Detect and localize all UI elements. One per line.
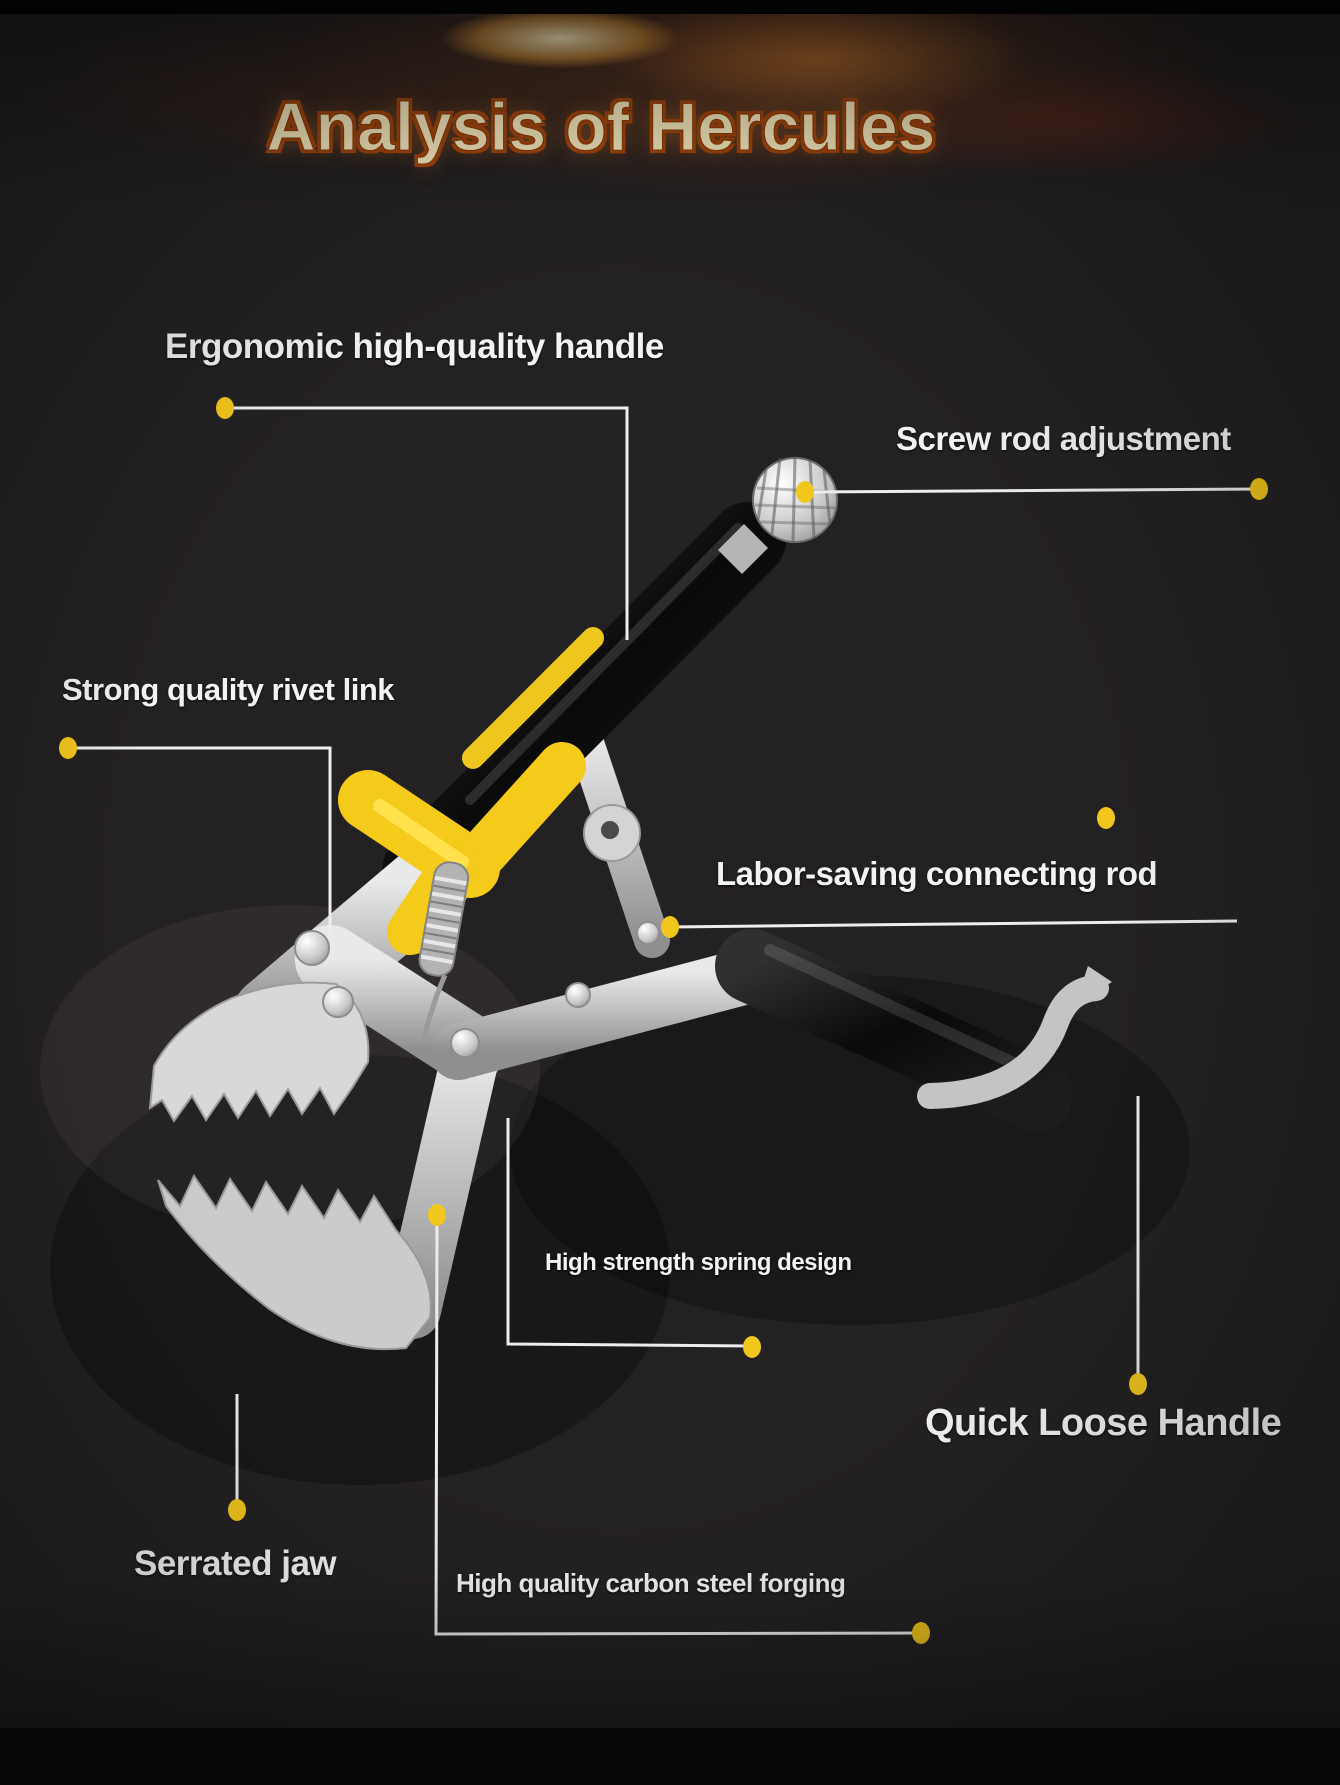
label-spring-design: High strength spring design xyxy=(545,1249,852,1276)
pivot-rivet xyxy=(450,1028,480,1058)
callout-line-ergonomic-handle xyxy=(225,406,629,640)
callout-dot xyxy=(59,737,77,759)
pliers-tool xyxy=(148,457,1112,1351)
upper-jaw xyxy=(148,981,370,1123)
callout-line-screw-rod xyxy=(804,487,1260,494)
label-quick-loose-handle: Quick Loose Handle xyxy=(925,1402,1282,1444)
top-black-bar xyxy=(0,0,1340,14)
rivet xyxy=(294,930,330,966)
quick-release-lever xyxy=(917,966,1112,1109)
label-carbon-steel-forging: High quality carbon steel forging xyxy=(456,1568,846,1598)
top-light-glow xyxy=(0,0,1340,280)
callout-dot xyxy=(912,1622,930,1644)
callout-dot xyxy=(228,1499,246,1521)
rivet xyxy=(322,986,354,1018)
label-screw-rod-adjustment: Screw rod adjustment xyxy=(896,420,1231,457)
callout-line-connecting-rod xyxy=(669,919,1238,929)
coil-spring xyxy=(418,861,470,977)
callout-line-rivet-link xyxy=(68,746,332,933)
lower-handle-grip xyxy=(715,929,1073,1131)
callout-dot xyxy=(1129,1373,1147,1395)
callout-dot xyxy=(796,481,814,503)
page-title: Analysis of Hercules xyxy=(266,89,936,166)
callout-lines xyxy=(68,406,1260,1636)
callout-dot xyxy=(743,1336,761,1358)
label-rivet-link: Strong quality rivet link xyxy=(62,672,395,707)
label-ergonomic-handle: Ergonomic high-quality handle xyxy=(165,327,664,366)
rivet xyxy=(636,921,660,945)
yellow-grip-stripe xyxy=(462,627,604,769)
spring-wire xyxy=(421,974,448,1039)
lower-jaw xyxy=(157,1173,432,1351)
upper-handle-grip xyxy=(382,502,786,908)
callout-dot xyxy=(661,916,679,938)
callout-line-carbon-steel xyxy=(434,1215,922,1636)
callout-line-spring xyxy=(506,1118,753,1348)
callout-dot xyxy=(1097,807,1115,829)
rivet xyxy=(565,982,591,1008)
label-serrated-jaw: Serrated jaw xyxy=(134,1544,337,1583)
bottom-black-bar xyxy=(0,1728,1340,1785)
connecting-rod xyxy=(567,722,670,958)
callout-dot xyxy=(1250,478,1268,500)
adjustment-screw-knob xyxy=(717,457,838,575)
callout-dot xyxy=(216,397,234,419)
label-connecting-rod: Labor-saving connecting rod xyxy=(716,855,1158,892)
callout-dot xyxy=(428,1204,446,1226)
callout-dots xyxy=(59,397,1268,1644)
